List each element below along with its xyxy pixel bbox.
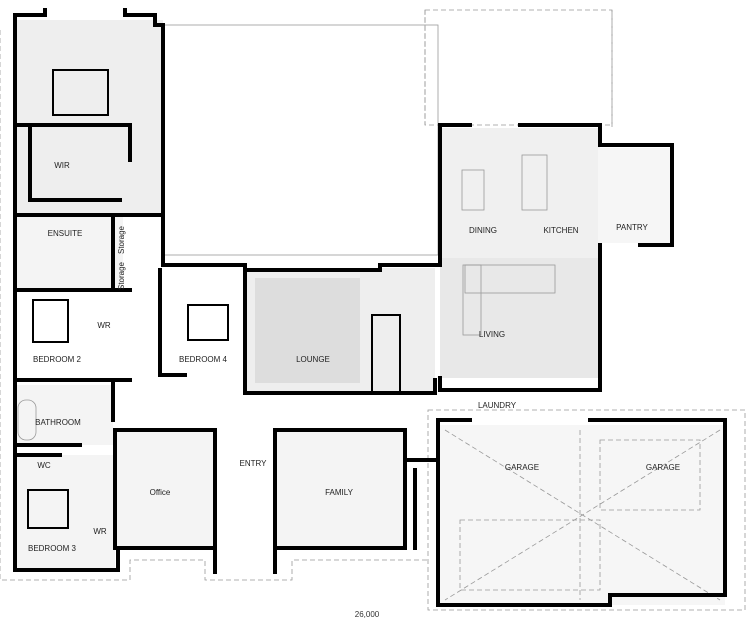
label-wc: WC (37, 461, 51, 470)
label-laundry: LAUNDRY (478, 401, 517, 410)
cabinet (371, 314, 401, 394)
label-entry: ENTRY (240, 459, 268, 468)
walls (13, 8, 727, 607)
bed-master (52, 69, 109, 116)
label-family: FAMILY (325, 488, 354, 497)
floor-fills (13, 20, 725, 605)
garage-hatch (444, 429, 721, 601)
dimension-label: 26,000 (355, 610, 380, 619)
bathtub (17, 399, 37, 441)
label-wr-2: WR (93, 527, 107, 536)
label-living: LIVING (479, 330, 505, 339)
label-bedroom-2: BEDROOM 2 (33, 355, 82, 364)
label-wir: WIR (54, 161, 70, 170)
dining-table (461, 169, 485, 211)
furniture (17, 69, 556, 529)
label-dining: DINING (469, 226, 497, 235)
label-storage-1: Storage (117, 225, 126, 254)
bed-3 (27, 489, 69, 529)
room-labels: WIR ENSUITE Storage Storage BEDROOM 2 WR… (28, 161, 680, 619)
bed-2 (32, 299, 69, 343)
kitchen-island (521, 154, 548, 211)
label-bedroom-4: BEDROOM 4 (179, 355, 228, 364)
label-garage-2: GARAGE (646, 463, 680, 472)
label-bathroom: BATHROOM (35, 418, 81, 427)
label-garage-1: GARAGE (505, 463, 539, 472)
label-wr-1: WR (97, 321, 111, 330)
bed-4 (187, 304, 229, 341)
label-lounge: LOUNGE (296, 355, 330, 364)
sofa (464, 264, 556, 294)
label-ensuite: ENSUITE (48, 229, 83, 238)
label-office: Office (150, 488, 171, 497)
label-storage-2: Storage (117, 261, 126, 290)
label-kitchen: KITCHEN (543, 226, 578, 235)
label-bedroom-3: BEDROOM 3 (28, 544, 77, 553)
label-pantry: PANTRY (616, 223, 648, 232)
